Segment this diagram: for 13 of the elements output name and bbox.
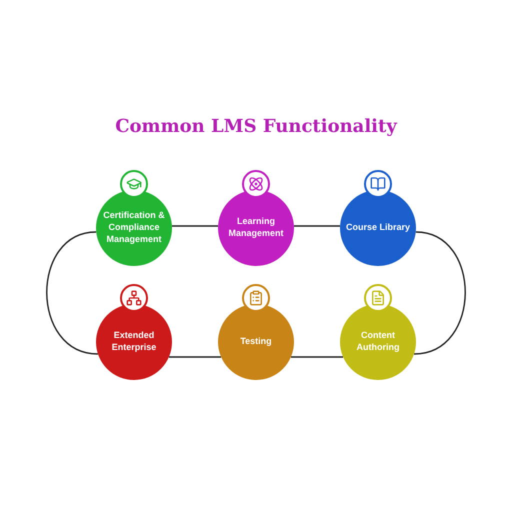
- feature-label: Testing: [240, 336, 272, 348]
- diagram-title: Common LMS Functionality: [114, 116, 398, 137]
- feature-label: Learning Management: [227, 216, 284, 240]
- connector-line: [290, 356, 344, 358]
- feature-label: Certification & Compliance Management: [102, 210, 166, 246]
- connector-line: [172, 225, 218, 227]
- connector-line: [46, 231, 98, 355]
- feature-label: Extended Enterprise: [110, 330, 158, 354]
- connector-line: [168, 356, 222, 358]
- feature-label: Course Library: [346, 222, 410, 234]
- connector-line: [294, 225, 340, 227]
- feature-label: Content Authoring: [356, 330, 400, 354]
- connector-line: [414, 231, 466, 355]
